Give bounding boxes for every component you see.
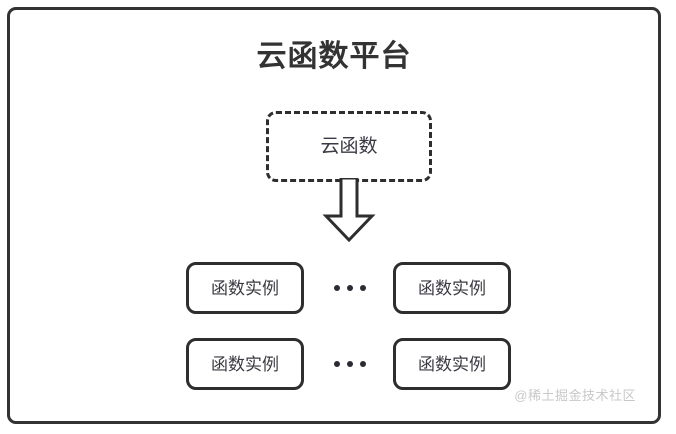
- ellipsis-dot: [333, 285, 340, 291]
- function-instance-label: 函数实例: [211, 278, 279, 298]
- function-instance-node[interactable]: 函数实例: [186, 262, 304, 314]
- function-instance-node[interactable]: 函数实例: [393, 262, 511, 314]
- function-instance-node[interactable]: 函数实例: [393, 338, 511, 390]
- instance-row: 函数实例 函数实例: [10, 338, 658, 390]
- page-title: 云函数平台: [256, 40, 412, 73]
- ellipsis-dot: [346, 361, 353, 367]
- ellipsis-dot: [359, 361, 366, 367]
- ellipsis-dot: [359, 285, 366, 291]
- instance-ellipsis-icon: [322, 262, 377, 314]
- cloud-function-node-label: 云函数: [320, 136, 378, 157]
- function-instance-label: 函数实例: [418, 354, 486, 374]
- function-instance-node[interactable]: 函数实例: [186, 338, 304, 390]
- instance-row: 函数实例 函数实例: [10, 262, 658, 314]
- watermark-text: @稀土掘金技术社区: [514, 388, 636, 403]
- cloud-function-platform-container: 云函数平台 云函数 函数实例 函数实例 函数实例: [7, 7, 661, 424]
- instance-ellipsis-icon: [322, 338, 377, 390]
- function-instance-label: 函数实例: [418, 278, 486, 298]
- down-block-arrow-icon: [322, 178, 376, 242]
- function-instance-label: 函数实例: [211, 354, 279, 374]
- ellipsis-dot: [346, 285, 353, 291]
- ellipsis-dot: [333, 361, 340, 367]
- cloud-function-node[interactable]: 云函数: [266, 111, 432, 182]
